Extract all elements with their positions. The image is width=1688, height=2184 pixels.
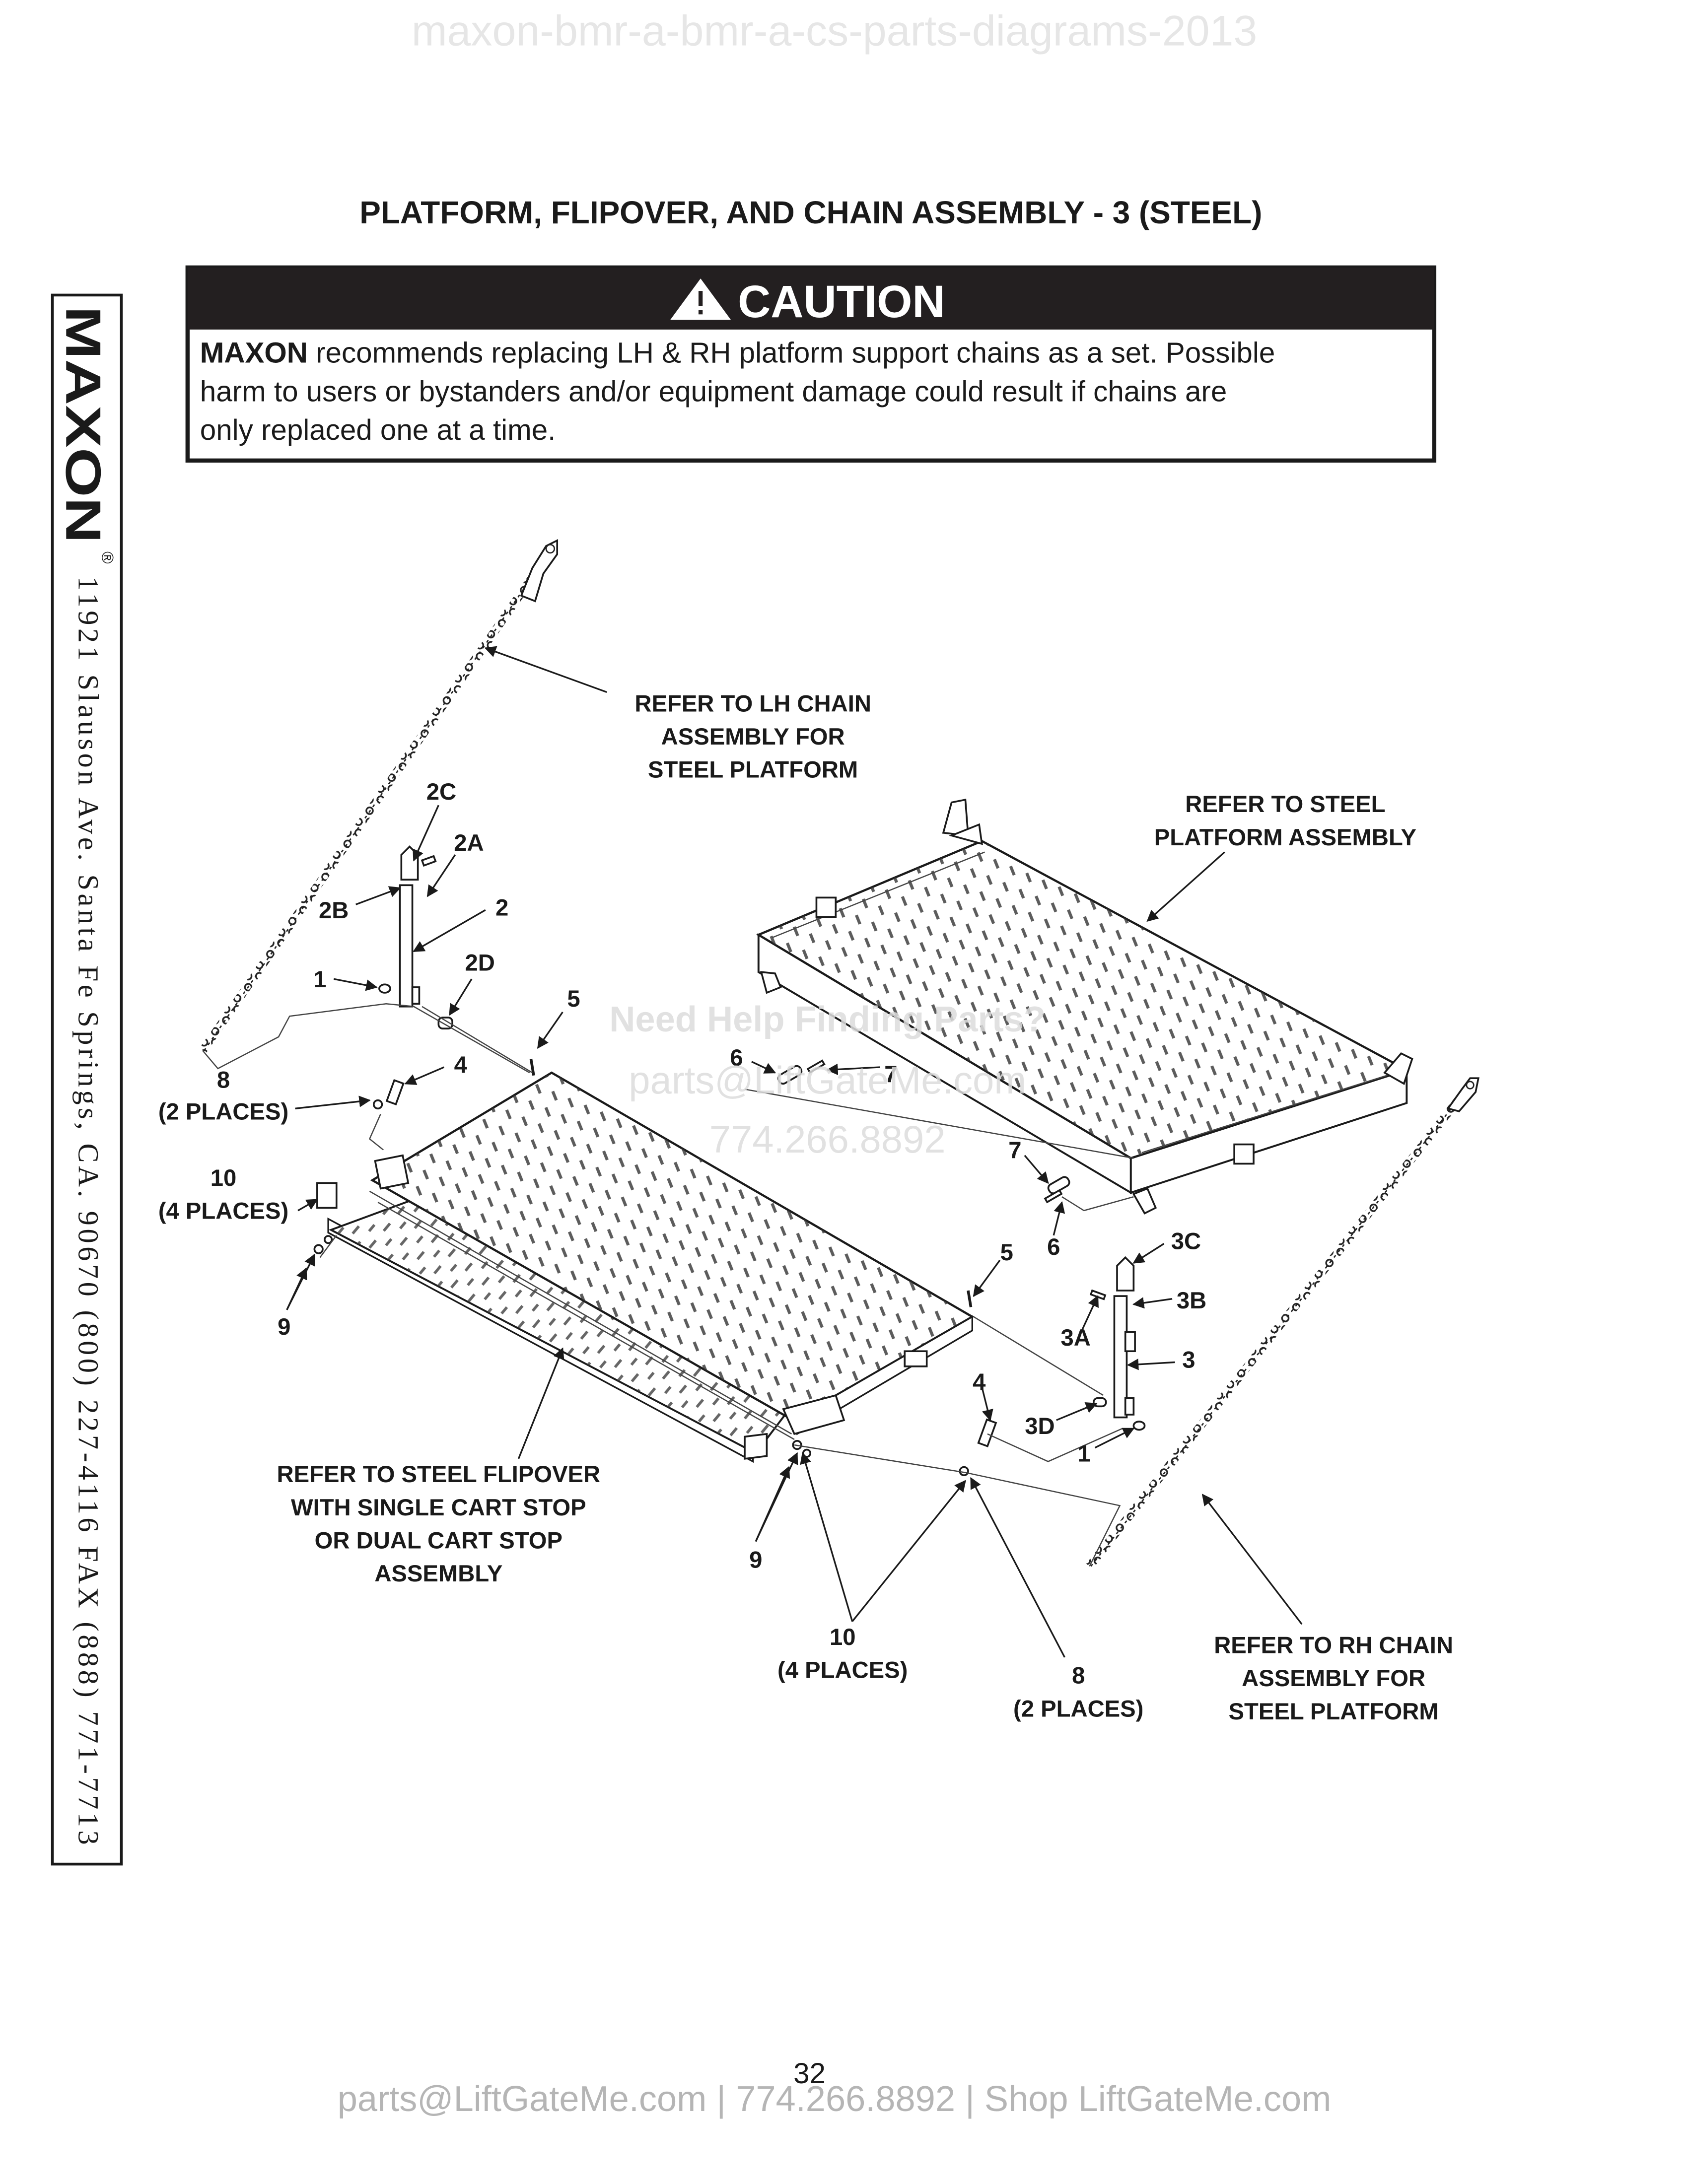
watermark-phone: 774.266.8892 [709,1118,946,1161]
callout-rh-chain: REFER TO RH CHAIN ASSEMBLY FOR STEEL PLA… [1214,1633,1453,1725]
sidebar-brand-logo: MAXON [55,306,111,544]
label-2: 2 [495,894,508,921]
part-labels: 2C 2A 2B 2 1 2D 5 4 8 (2 PLACES) 10 (4 P… [158,779,1206,1722]
page-number: 32 [793,2057,826,2090]
label-6-top: 6 [730,1045,743,1071]
label-7-top: 7 [884,1062,897,1088]
sidebar-address: 11921 Slauson Ave. Santa Fe Springs, CA.… [72,576,104,1845]
caution-line-2: harm to users or bystanders and/or equip… [200,375,1227,408]
label-3d: 3D [1025,1413,1055,1439]
leader-lines [286,646,1303,1658]
label-5-right: 5 [1000,1239,1013,1266]
callout-steel-platform-line-1: REFER TO STEEL [1185,791,1385,818]
callout-steel-platform-line-2: PLATFORM ASSEMBLY [1154,824,1416,851]
label-3c: 3C [1171,1228,1201,1255]
caution-heading: CAUTION [738,276,945,327]
label-8-bottom: 8 [1072,1663,1085,1689]
label-10-left: 10 [211,1165,237,1191]
label-2c: 2C [426,779,456,805]
label-3a: 3A [1060,1325,1090,1351]
callout-flipover-line-3: OR DUAL CART STOP [315,1527,563,1554]
label-9-bottom: 9 [749,1547,762,1573]
label-9-left: 9 [278,1314,290,1340]
label-3: 3 [1182,1347,1195,1373]
footer-contact: parts@LiftGateMe.com | 774.266.8892 | Sh… [338,2079,1332,2119]
callout-lh-chain-line-3: STEEL PLATFORM [648,757,858,783]
sidebar: MAXON ® 11921 Slauson Ave. Santa Fe Spri… [51,293,123,1866]
label-4-left: 4 [454,1052,467,1078]
label-4-places-left: (4 PLACES) [158,1198,288,1225]
label-4-right: 4 [973,1369,985,1395]
callout-lh-chain-line-1: REFER TO LH CHAIN [634,690,871,717]
registered-mark: ® [98,551,117,564]
label-6-right: 6 [1047,1234,1060,1260]
callout-steel-platform: REFER TO STEEL PLATFORM ASSEMBLY [1154,791,1416,851]
label-1-right: 1 [1077,1440,1090,1467]
label-10-bottom: 10 [830,1624,856,1650]
assembly-lines [202,1003,1134,1567]
caution-line-3: only replaced one at a time. [200,414,556,446]
contact-watermark-overlay: Need Help Finding Parts? parts@LiftGateM… [609,1000,1046,1161]
label-2-places-bottom: (2 PLACES) [1013,1696,1143,1722]
callout-flipover-line-2: WITH SINGLE CART STOP [291,1495,586,1521]
callout-rh-chain-line-2: ASSEMBLY FOR [1242,1665,1425,1692]
label-5-top: 5 [567,986,580,1012]
callout-rh-chain-line-3: STEEL PLATFORM [1229,1699,1439,1725]
document-watermark: maxon-bmr-a-bmr-a-cs-parts-diagrams-2013 [412,7,1257,55]
callout-flipover: REFER TO STEEL FLIPOVER WITH SINGLE CART… [277,1461,601,1587]
caution-line-1: MAXON recommends replacing LH & RH platf… [200,337,1275,369]
label-3b: 3B [1177,1288,1206,1314]
label-2d: 2D [465,950,494,976]
label-8-left: 8 [217,1067,230,1093]
caution-line-1-text: recommends replacing LH & RH platform su… [308,337,1275,369]
callout-lh-chain-line-2: ASSEMBLY FOR [661,724,845,750]
watermark-email: parts@LiftGateMe.com [629,1059,1026,1102]
steel-platform-upper [756,798,1413,1215]
label-2b: 2B [319,897,349,924]
callout-rh-chain-line-1: REFER TO RH CHAIN [1214,1633,1453,1659]
page-title: PLATFORM, FLIPOVER, AND CHAIN ASSEMBLY -… [359,195,1262,230]
label-7-right: 7 [1008,1137,1021,1163]
callout-lh-chain: REFER TO LH CHAIN ASSEMBLY FOR STEEL PLA… [634,690,871,783]
label-2a: 2A [454,830,484,856]
callout-flipover-line-4: ASSEMBLY [374,1561,502,1587]
watermark-help: Need Help Finding Parts? [609,1000,1046,1039]
lh-chain [199,539,559,1053]
callout-flipover-line-1: REFER TO STEEL FLIPOVER [277,1461,601,1488]
caution-brand: MAXON [200,337,308,369]
parts-diagram: REFER TO LH CHAIN ASSEMBLY FOR STEEL PLA… [158,539,1479,1725]
rh-chain [1086,1077,1479,1569]
label-1-left: 1 [313,966,326,993]
label-4-places-bottom: (4 PLACES) [777,1657,908,1684]
warning-triangle-icon [670,278,731,320]
label-2-places-left: (2 PLACES) [158,1099,288,1125]
caution-box: CAUTION MAXON recommends replacing LH & … [185,265,1437,463]
platform-and-flipover-lower [316,1071,975,1463]
